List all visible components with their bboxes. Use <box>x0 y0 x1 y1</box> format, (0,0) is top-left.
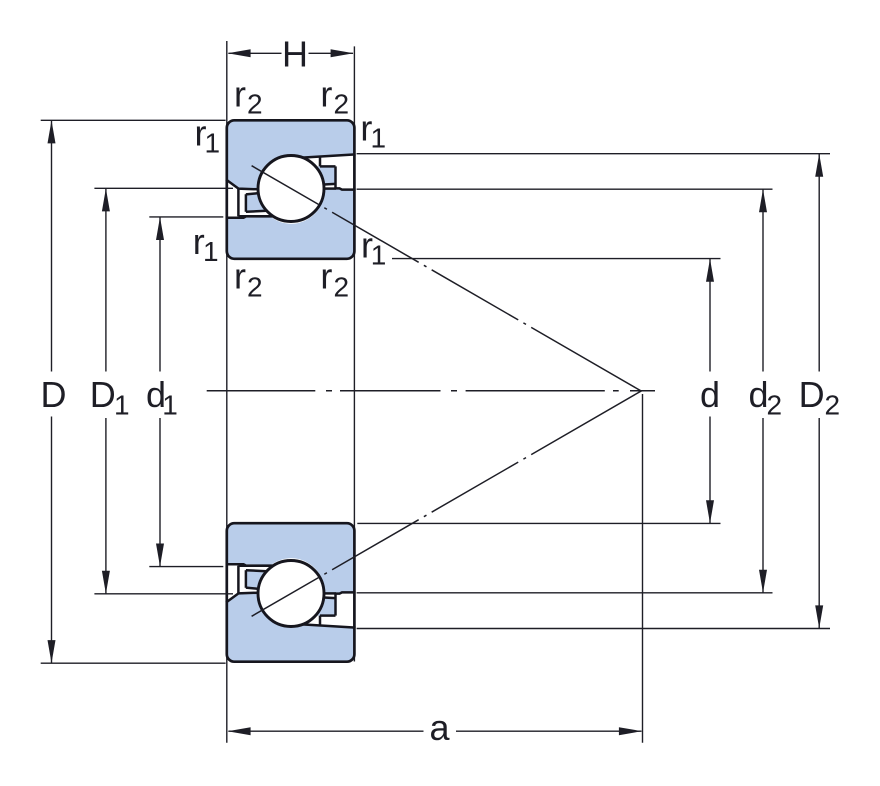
svg-text:1: 1 <box>114 390 130 421</box>
svg-text:r: r <box>320 256 332 297</box>
svg-text:d: d <box>146 374 166 415</box>
svg-text:r: r <box>361 225 373 266</box>
svg-text:1: 1 <box>371 122 387 153</box>
svg-text:r: r <box>320 74 332 115</box>
svg-text:r: r <box>195 113 207 154</box>
svg-text:d: d <box>749 374 769 415</box>
svg-text:r: r <box>360 107 372 148</box>
svg-text:1: 1 <box>205 128 221 159</box>
svg-text:H: H <box>282 33 308 74</box>
svg-text:2: 2 <box>767 390 783 421</box>
svg-text:2: 2 <box>825 390 841 421</box>
svg-text:2: 2 <box>334 89 350 120</box>
svg-text:r: r <box>234 74 246 115</box>
svg-text:r: r <box>193 221 205 262</box>
svg-text:2: 2 <box>247 272 263 303</box>
svg-text:1: 1 <box>162 390 178 421</box>
svg-text:D: D <box>41 374 67 415</box>
svg-text:1: 1 <box>371 239 387 270</box>
svg-text:r: r <box>234 256 246 297</box>
svg-text:D: D <box>799 374 825 415</box>
svg-text:2: 2 <box>247 89 263 120</box>
svg-text:1: 1 <box>203 236 219 267</box>
svg-text:2: 2 <box>334 272 350 303</box>
svg-text:d: d <box>700 374 720 415</box>
svg-text:D: D <box>90 374 116 415</box>
svg-text:a: a <box>429 707 450 748</box>
